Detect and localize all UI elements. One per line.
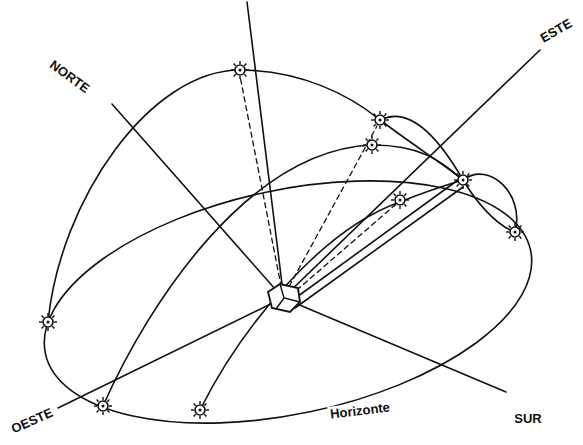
north-axis [112,104,283,298]
equinox-arc [103,145,463,406]
zenith-line [247,2,283,292]
sight-line [285,126,377,294]
arc-loop [380,116,463,180]
horizon-label: Horizonte [327,399,392,422]
horizon-ellipse [22,141,554,445]
arc-loop [463,174,517,232]
cardinal-label: SUR [512,411,543,426]
winter-arc [200,180,463,410]
observer-block [268,284,300,312]
sun-beam [290,180,458,302]
cardinal-label: NORTE [46,55,95,96]
sun-beam [295,187,463,308]
sight-line [240,76,283,296]
east-axis [283,50,540,298]
cardinal-label: OESTE [7,403,57,436]
arc-loop [463,180,515,232]
sight-line [290,205,395,296]
cardinal-label: ESTE [536,14,576,46]
summer-arc [48,70,463,322]
west-axis [58,298,283,408]
south-axis [283,298,506,392]
